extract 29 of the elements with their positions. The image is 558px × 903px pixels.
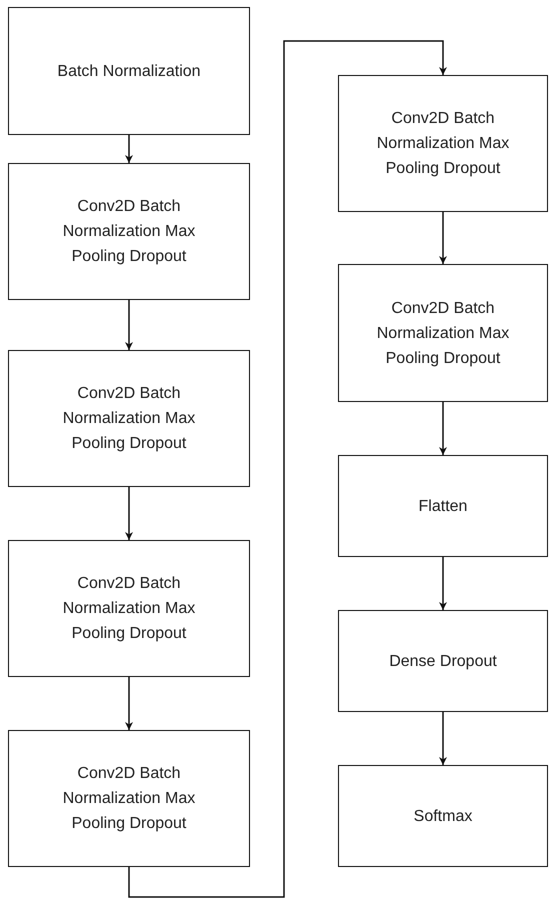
arrow	[439, 557, 447, 610]
arrow	[439, 402, 447, 455]
arrow	[125, 300, 133, 350]
process-box	[8, 730, 250, 867]
process-box	[338, 610, 548, 712]
process-box	[8, 163, 250, 300]
process-box	[8, 540, 250, 677]
arrow	[439, 212, 447, 264]
layer-label: Flatten	[418, 496, 468, 516]
arrow	[128, 40, 447, 898]
layer-label: Batch Normalization	[57, 62, 201, 82]
process-box	[8, 7, 250, 135]
arrow	[125, 135, 133, 163]
arrow	[125, 487, 133, 540]
layer-label: Conv2D Batch Normalization Max Pooling Dropout	[62, 764, 196, 834]
process-box	[338, 455, 548, 557]
layer-label: Conv2D Batch Normalization Max Pooling Dropout	[376, 109, 510, 179]
layer-label: Conv2D Batch Normalization Max Pooling Dropout	[62, 384, 196, 454]
layer-label: Conv2D Batch Normalization Max Pooling Dropout	[62, 197, 196, 267]
arrow	[125, 677, 133, 730]
process-box	[338, 264, 548, 402]
layer-label: Conv2D Batch Normalization Max Pooling Dropout	[376, 298, 510, 368]
layer-label: Dense Dropout	[389, 652, 497, 672]
layer-label: Conv2D Batch Normalization Max Pooling Dropout	[62, 574, 196, 644]
process-box	[338, 75, 548, 212]
process-box	[8, 350, 250, 487]
layer-label: Softmax	[414, 806, 472, 826]
arrow	[439, 712, 447, 765]
process-box	[338, 765, 548, 867]
